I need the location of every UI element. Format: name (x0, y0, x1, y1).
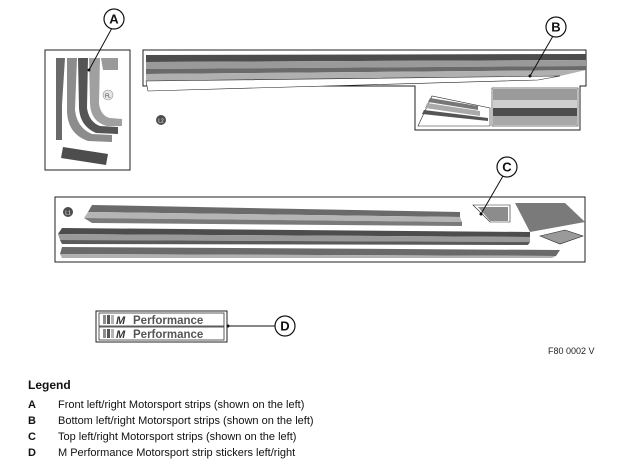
sheet-b-square-stripe-2 (493, 100, 577, 108)
sheet-b-square-stripe-1 (493, 89, 577, 100)
sheet-a-code-badge (102, 89, 114, 101)
sheet-b-stripe-4 (146, 70, 586, 81)
sheet-b: L2 (142, 49, 587, 131)
sheet-a-stripe-mid (67, 58, 112, 142)
sheet-b-code: L2 (158, 119, 164, 125)
sheet-c-stripe-7 (60, 247, 560, 256)
sheet-c-stripe-3 (84, 218, 462, 226)
sheet-a-stripe-light (89, 58, 122, 126)
legend-item: A Front left/right Motorsport strips (sh… (28, 397, 588, 413)
sheet-b-square-stripe-4 (493, 116, 577, 125)
document-code: F80 0002 V (548, 346, 595, 356)
sheet-c-diamond-piece (539, 229, 584, 245)
legend-text: Front left/right Motorsport strips (show… (58, 399, 305, 411)
sheet-b-square-stripe-3 (493, 108, 577, 116)
sheet-c-code: L1 (65, 211, 71, 217)
sheet-c-stripe-1 (88, 205, 460, 217)
callout-c-label: C (502, 160, 512, 175)
callout-b-circle (545, 16, 567, 38)
sheet-b-piece-stripe-1 (428, 98, 478, 110)
sheet-c-stripe-6 (60, 240, 530, 245)
legend-key: D (28, 447, 36, 459)
legend: Legend A Front left/right Motorsport str… (28, 378, 588, 461)
callout-c-leader-dot (479, 212, 483, 216)
callout-c-leader (480, 175, 504, 215)
callout-b-label: B (551, 20, 560, 35)
sheet-c: L1 (54, 196, 586, 263)
sticker-2-text: Performance (133, 329, 203, 341)
legend-item: C Top left/right Motorsport strips (show… (28, 429, 588, 445)
sheet-c-stripe-2 (84, 212, 462, 222)
legend-title: Legend (28, 378, 71, 392)
sheet-a-code: FL (105, 94, 111, 100)
sheet-d: M Performance M Performance (95, 310, 228, 343)
sheet-b-stripe-outline (145, 75, 561, 92)
sticker-1-text: Performance (133, 315, 203, 327)
legend-item: D M Performance Motorsport strip sticker… (28, 445, 588, 461)
callout-c-circle (496, 156, 518, 178)
callout-b-leader (529, 35, 554, 77)
sheet-c-large-piece (515, 203, 585, 232)
legend-key: B (28, 415, 36, 427)
sheet-b-piece-stripe-3 (422, 110, 488, 121)
callout-a-leader (88, 27, 113, 71)
callout-a-leader-dot (87, 68, 91, 72)
sticker-2-m-stripe-1 (103, 329, 106, 338)
sheet-a-stripe-dark (78, 58, 118, 134)
callout-d-label: D (280, 319, 289, 334)
callout-a-circle (103, 8, 125, 30)
legend-text: Top left/right Motorsport strips (shown … (58, 431, 297, 443)
sheet-b-code-badge (156, 115, 166, 125)
callout-b-leader-dot (528, 74, 532, 78)
legend-item: B Bottom left/right Motorsport strips (s… (28, 413, 588, 429)
sticker-1-m-stripe-3 (111, 315, 114, 324)
sticker-1 (98, 312, 225, 327)
sticker-2-m-stripe-2 (107, 329, 110, 338)
callout-d-circle (274, 315, 296, 337)
sheet-c-piece-fill (478, 207, 508, 221)
sticker-2-m-mark: M (116, 329, 126, 341)
legend-key: A (28, 399, 36, 411)
sticker-1-m-stripe-2 (107, 315, 110, 324)
callouts: A B C D (87, 8, 567, 337)
sheet-c-stripe-8 (60, 254, 556, 258)
sticker-2 (98, 326, 225, 341)
sheet-a: FL (44, 49, 131, 171)
sheet-b-stripe-1 (146, 54, 586, 62)
sheet-b-stripe-3 (146, 66, 586, 74)
legend-text: M Performance Motorsport strip stickers … (58, 447, 296, 459)
sheet-c-stripe-5 (58, 234, 530, 242)
sheet-a-stripe-dark-left (56, 58, 65, 140)
sticker-1-m-stripe-1 (103, 315, 106, 324)
sheet-c-code-badge (63, 207, 73, 217)
sticker-1-m-mark: M (116, 315, 126, 327)
sheet-a-stripe-bottom (61, 147, 108, 165)
callout-a-label: A (109, 12, 119, 27)
legend-key: C (28, 431, 36, 443)
sticker-2-m-stripe-3 (111, 329, 114, 338)
sheet-a-stripe-top (101, 58, 118, 70)
sheet-b-piece-stripe-2 (425, 103, 480, 116)
legend-text: Bottom left/right Motorsport strips (sho… (58, 415, 314, 427)
callout-d-leader-dot (226, 324, 230, 328)
